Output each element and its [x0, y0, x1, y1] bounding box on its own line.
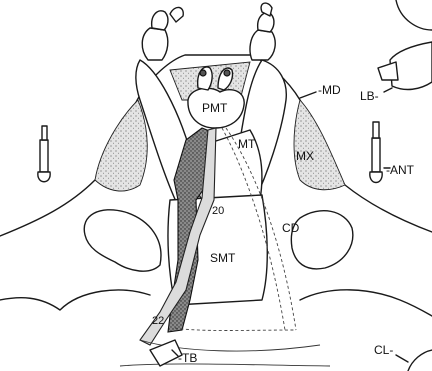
- label-tb: -TB: [178, 351, 197, 365]
- cl-pointer: [396, 355, 408, 362]
- md-pointer: [300, 92, 316, 98]
- clypeus-corner: [408, 350, 432, 371]
- label-lb: LB-: [360, 89, 379, 103]
- label-cd: CD: [282, 221, 300, 235]
- left-cardo: [84, 210, 161, 271]
- left-gena: [95, 100, 147, 191]
- label-20: 20: [212, 205, 224, 217]
- left-lower-plate: [0, 290, 150, 310]
- lb-pointer: [384, 88, 392, 92]
- labrum-right-tip: [378, 62, 398, 80]
- right-maxillary-palp: [250, 3, 275, 60]
- left-maxillary-palp: [142, 7, 183, 60]
- label-ant: -ANT: [386, 163, 415, 177]
- internal-dashed-outline-3: [175, 328, 296, 331]
- label-cl: CL-: [374, 343, 393, 357]
- label-pmt: PMT: [202, 101, 228, 115]
- right-cardo: [291, 211, 353, 269]
- right-gena: [294, 100, 345, 190]
- label-smt: SMT: [210, 251, 236, 265]
- left-antenna: [38, 126, 50, 182]
- label-md: -MD: [318, 83, 341, 97]
- label-22: 22: [152, 315, 164, 327]
- right-lower-plate: [300, 290, 432, 316]
- label-mx: MX: [296, 149, 314, 163]
- labrum-right-outline: [396, 0, 432, 30]
- label-mt: MT: [238, 137, 256, 151]
